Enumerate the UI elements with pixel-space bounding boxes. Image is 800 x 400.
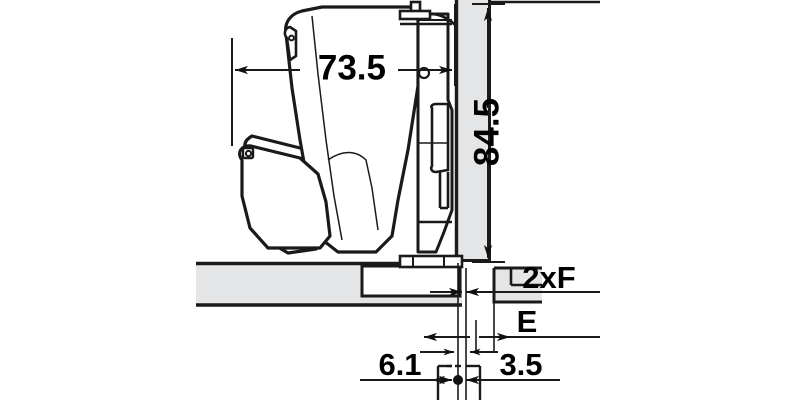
adjacent-panel-section xyxy=(492,266,542,304)
hinge-linkage-lever xyxy=(238,144,332,250)
dimension-3-5: 3.5 xyxy=(466,347,560,385)
dimension-84-5: 84.5 xyxy=(467,3,506,263)
dimension-label-E: E xyxy=(517,304,538,339)
dimension-2xF: 2xF xyxy=(466,260,600,297)
door-panel xyxy=(454,0,600,262)
hinge-housing-right xyxy=(416,12,454,254)
adjustment-screw xyxy=(398,0,457,27)
center-point-marker xyxy=(453,375,463,385)
dimension-label-3-5: 3.5 xyxy=(499,347,542,382)
mounting-plate-block xyxy=(360,254,464,298)
dimension-73-5: 73.5 xyxy=(231,4,456,146)
dimension-E: E xyxy=(424,304,600,342)
dimension-6-1: 6.1 xyxy=(360,347,452,385)
hinge-arm-inner-line xyxy=(311,15,379,241)
dimension-label-6-1: 6.1 xyxy=(378,347,421,382)
dimension-label-2xF: 2xF xyxy=(522,260,575,295)
screw-hole-circle xyxy=(417,66,431,80)
dimension-label-84-5: 84.5 xyxy=(467,98,506,166)
hinge-pivot-pin xyxy=(241,25,298,160)
dimension-label-73-5: 73.5 xyxy=(318,48,386,87)
